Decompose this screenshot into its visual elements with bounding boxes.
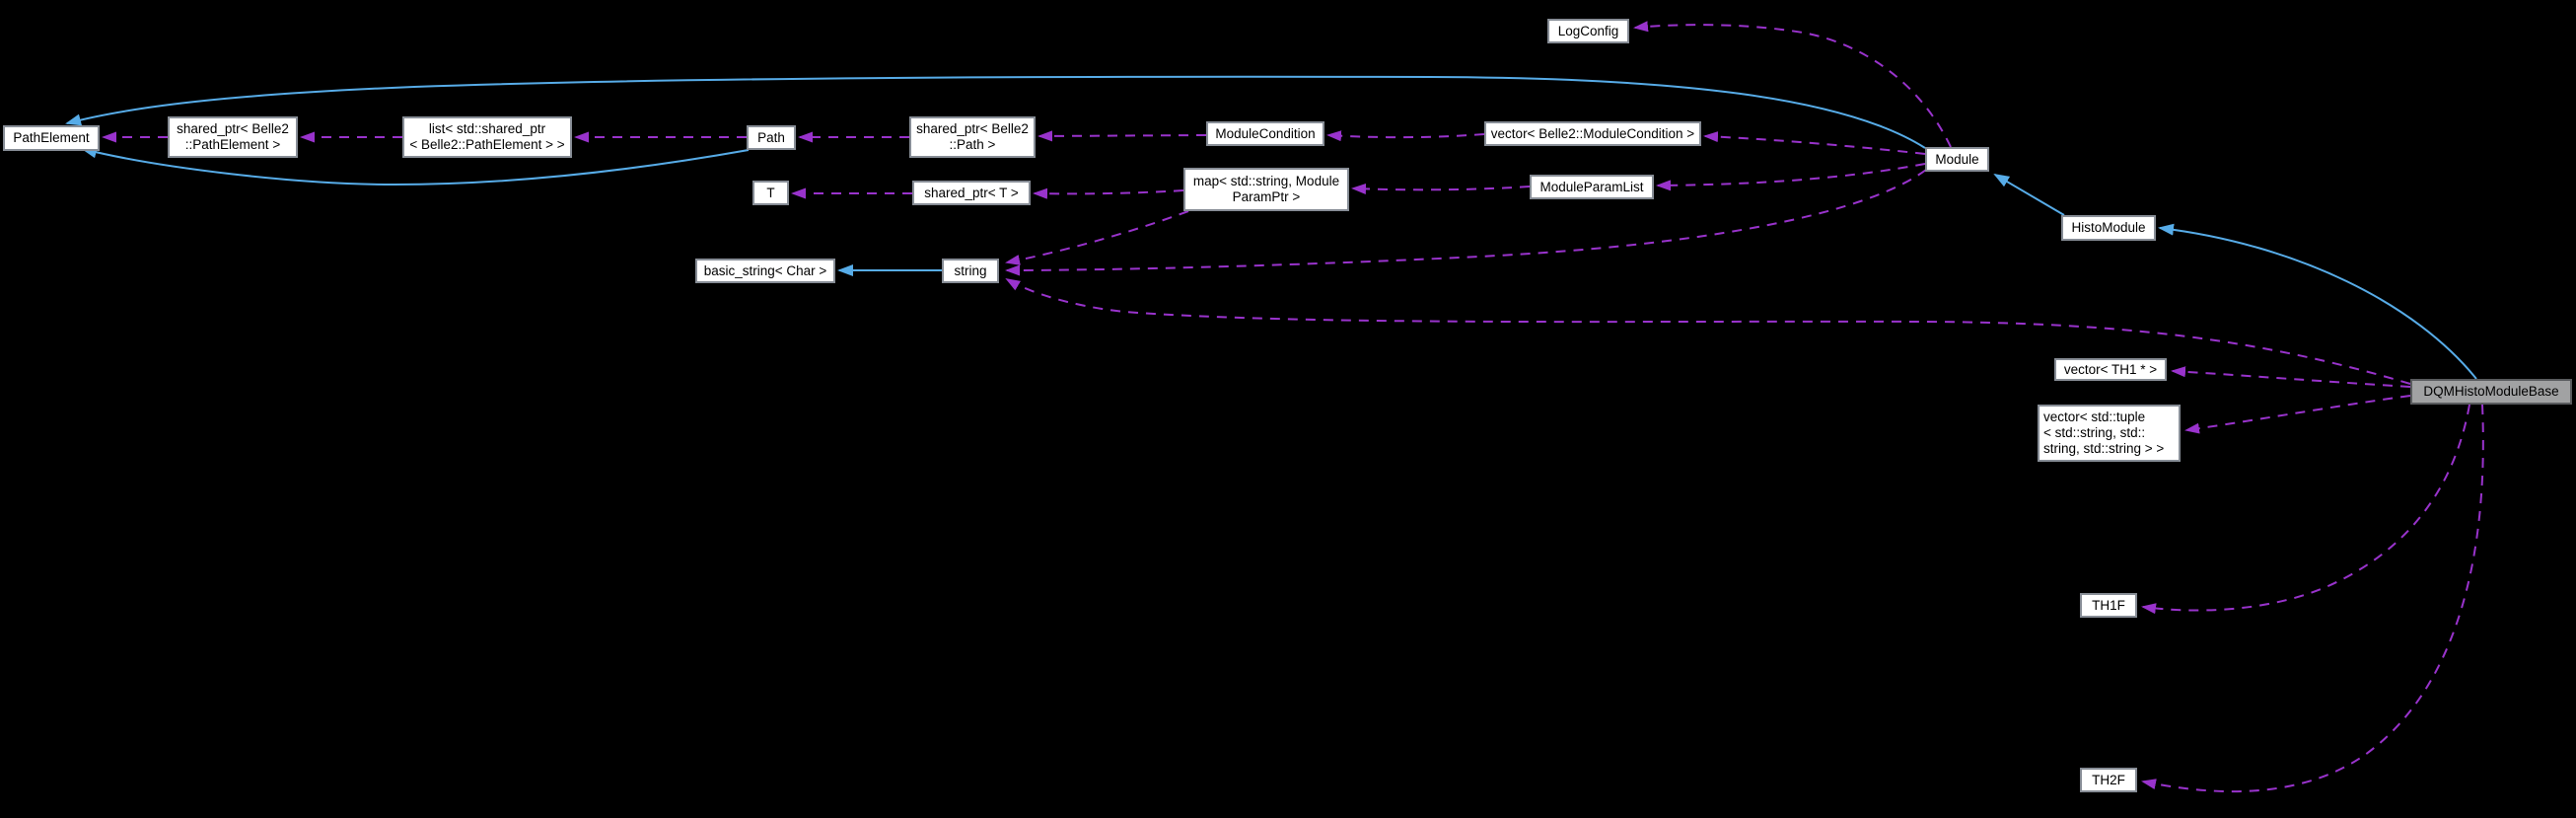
node-vector-th1[interactable]: vector< TH1 * > <box>2054 358 2167 381</box>
node-module[interactable]: Module <box>1925 147 1989 172</box>
node-th2f[interactable]: TH2F <box>2080 768 2137 792</box>
edge-path-inherits-pathelement <box>81 146 750 186</box>
node-moduleparamlist[interactable]: ModuleParamList <box>1530 175 1654 199</box>
edge-module-uses-string <box>1005 169 1927 276</box>
edge-vector-mc-uses-modulecondition <box>1326 130 1485 142</box>
node-vector-tuple[interactable]: vector< std::tuple < std::string, std:: … <box>2038 405 2181 462</box>
node-map-moduleparamptr[interactable]: map< std::string, Module ParamPtr > <box>1183 168 1349 211</box>
node-histomodule[interactable]: HistoModule <box>2061 215 2156 241</box>
edge-map-uses-sp-t <box>1033 187 1184 199</box>
edge-map-uses-string <box>1005 210 1189 265</box>
node-t[interactable]: T <box>752 181 789 205</box>
edge-module-uses-vector-mc <box>1703 131 1926 155</box>
node-modulecondition[interactable]: ModuleCondition <box>1206 121 1324 146</box>
edge-dqm-uses-th1f <box>2141 404 2470 615</box>
edge-dqm-uses-string <box>1005 277 2411 385</box>
node-basic-string[interactable]: basic_string< Char > <box>695 259 835 283</box>
edge-dqm-uses-vector-tuple <box>2184 395 2411 434</box>
node-sp-pathelement[interactable]: shared_ptr< Belle2 ::PathElement > <box>168 116 298 158</box>
edge-module-uses-moduleparamlist <box>1656 163 1926 191</box>
node-logconfig[interactable]: LogConfig <box>1547 19 1629 43</box>
edge-dqm-uses-th2f <box>2141 404 2484 793</box>
edge-modulecondition-uses-sp-path <box>1038 130 1207 142</box>
edge-moduleparamlist-uses-map <box>1351 183 1531 194</box>
node-th1f[interactable]: TH1F <box>2080 593 2137 618</box>
node-sp-t[interactable]: shared_ptr< T > <box>912 181 1031 205</box>
edge-dqm-inherits-histomodule <box>2158 223 2477 380</box>
node-string[interactable]: string <box>942 259 999 283</box>
node-path[interactable]: Path <box>747 125 796 150</box>
node-pathelement[interactable]: PathElement <box>3 125 100 151</box>
node-sp-path[interactable]: shared_ptr< Belle2 ::Path > <box>909 116 1036 158</box>
node-vector-modulecondition[interactable]: vector< Belle2::ModuleCondition > <box>1484 121 1701 146</box>
edge-histomodule-inherits-module <box>1993 173 2065 216</box>
node-dqmhistomodulebase: DQMHistoModuleBase <box>2410 379 2572 405</box>
edge-module-uses-logconfig <box>1633 21 1952 148</box>
edge-module-inherits-pathelement <box>65 75 1926 149</box>
node-list-sp-pathelement[interactable]: list< std::shared_ptr < Belle2::PathElem… <box>402 116 572 158</box>
